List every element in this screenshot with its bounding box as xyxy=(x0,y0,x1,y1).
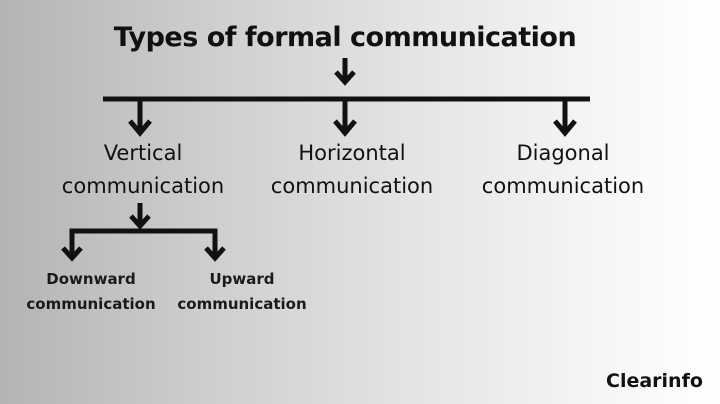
watermark-logo: Clearinfo xyxy=(606,370,703,392)
node-downward-communication: Downward communication xyxy=(26,267,155,317)
node-label-line2: communication xyxy=(26,295,156,313)
node-label-line2: communication xyxy=(481,174,645,198)
node-label-line2: communication xyxy=(270,174,434,198)
node-vertical-communication: Vertical communication xyxy=(62,137,224,203)
node-label-line2: communication xyxy=(61,174,225,198)
node-diagonal-communication: Diagonal communication xyxy=(482,137,644,203)
node-horizontal-communication: Horizontal communication xyxy=(271,137,433,203)
node-label-line1: Upward xyxy=(209,270,275,288)
node-label-line1: Downward xyxy=(46,270,136,288)
node-label-line1: Vertical xyxy=(103,141,183,165)
node-label-line1: Diagonal xyxy=(516,141,610,165)
node-label-line2: communication xyxy=(177,295,307,313)
node-label-line1: Horizontal xyxy=(298,141,406,165)
node-upward-communication: Upward communication xyxy=(177,267,306,317)
diagram-title: Types of formal communication xyxy=(113,22,577,53)
